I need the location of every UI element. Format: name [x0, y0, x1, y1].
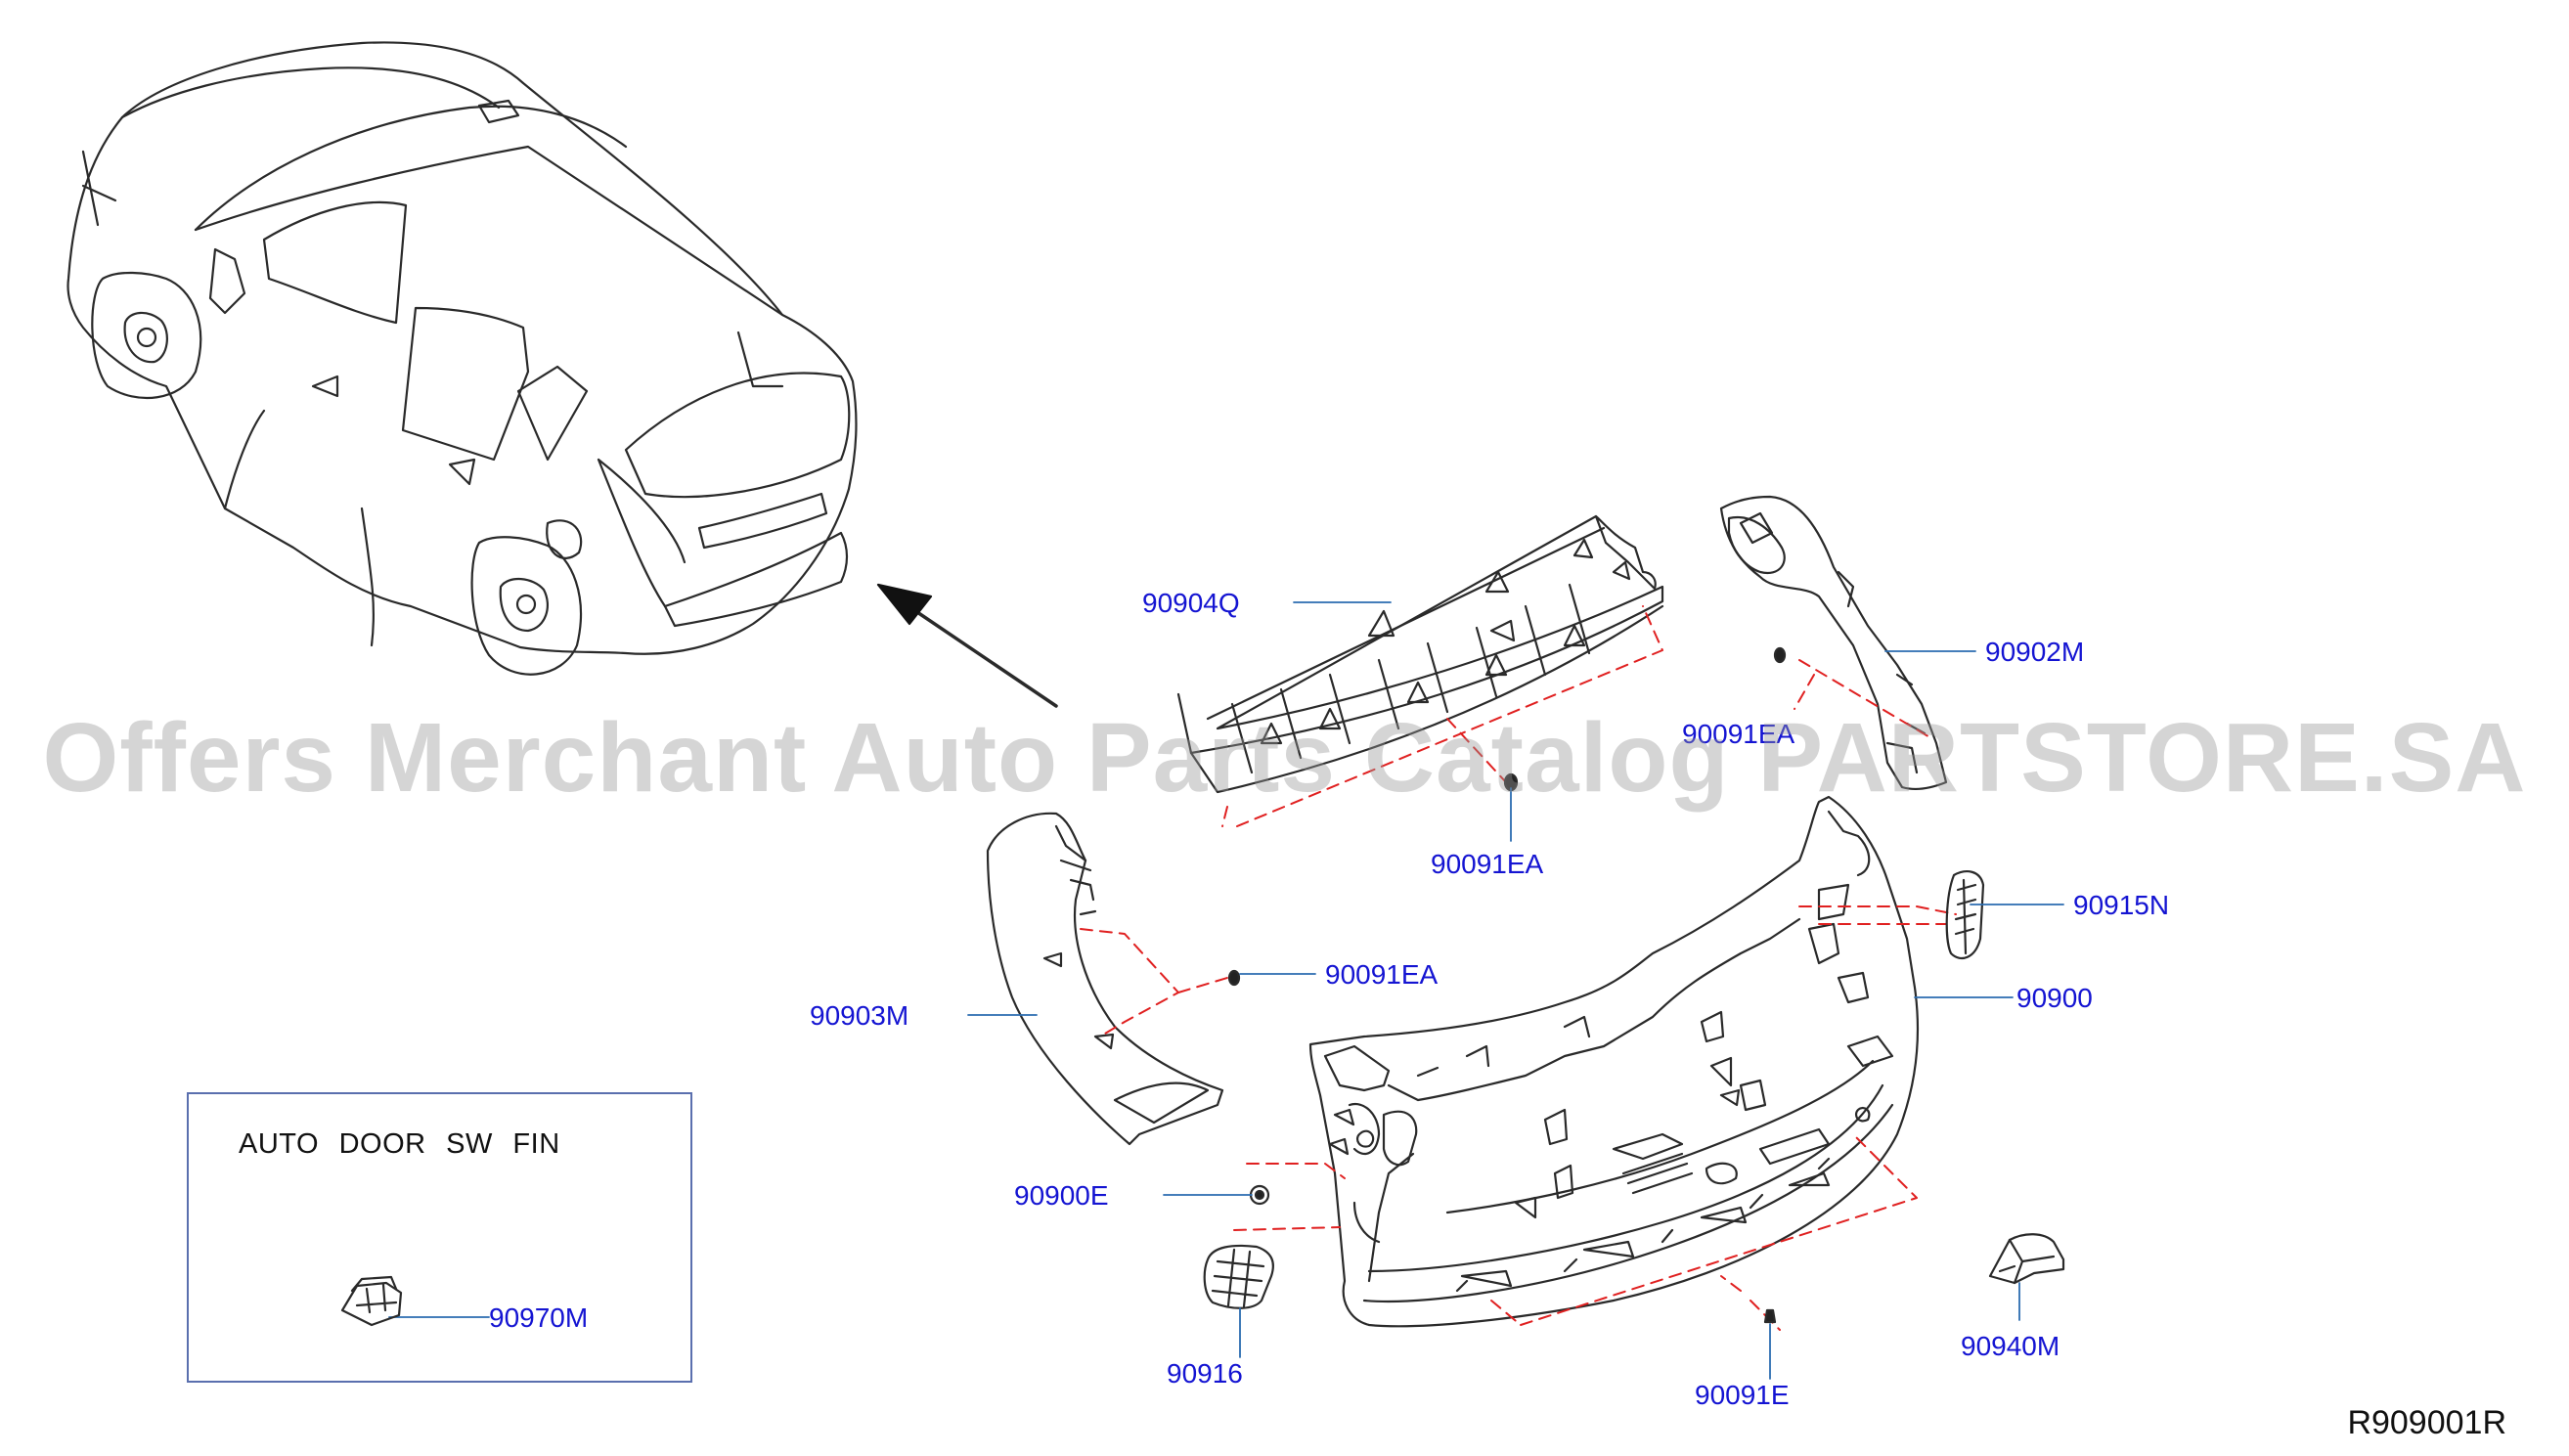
part-90904Q-drawing [1176, 514, 1664, 794]
inset-title: AUTO DOOR SW FIN [239, 1128, 560, 1160]
label-90903M: 90903M [810, 1000, 909, 1031]
direction-arrow [876, 583, 1058, 708]
leader-lines [388, 601, 2064, 1380]
part-90900-drawing [1308, 795, 1920, 1328]
clip-90091EA-right [1773, 646, 1787, 664]
label-90091EA-left: 90091EA [1325, 959, 1439, 990]
label-90091EA-right: 90091EA [1682, 719, 1795, 749]
vehicle-illustration [66, 41, 858, 676]
part-90900-dashed-guides [1233, 905, 1957, 1331]
part-90940M-drawing [1988, 1233, 2065, 1285]
part-90916-drawing [1203, 1244, 1274, 1309]
label-90915N: 90915N [2073, 890, 2170, 920]
label-90902M: 90902M [1985, 637, 2085, 667]
label-90970M: 90970M [489, 1302, 589, 1333]
clip-90900E [1249, 1184, 1270, 1206]
label-90904Q: 90904Q [1142, 588, 1240, 618]
part-90902M-dashed-guides [1794, 659, 1932, 739]
part-90902M-drawing [1719, 495, 1948, 790]
label-90916: 90916 [1167, 1358, 1243, 1389]
clip-90091EA-left [1227, 969, 1241, 987]
clip-90091E [1763, 1308, 1777, 1324]
label-90900: 90900 [2016, 983, 2093, 1013]
part-90904Q-dashed-guides [1221, 605, 1663, 827]
label-90091E: 90091E [1695, 1380, 1790, 1410]
part-90915N-drawing [1945, 870, 1985, 960]
part-90903M-drawing [986, 812, 1224, 1146]
label-90940M: 90940M [1961, 1331, 2060, 1361]
inset-box [187, 1092, 692, 1383]
label-90091EA-top: 90091EA [1431, 849, 1544, 879]
part-90903M-dashed-guides [1080, 928, 1228, 1037]
part-90970M-drawing [340, 1275, 403, 1327]
label-90900E: 90900E [1014, 1180, 1109, 1211]
diagram-code: R909001R [2347, 1404, 2506, 1441]
